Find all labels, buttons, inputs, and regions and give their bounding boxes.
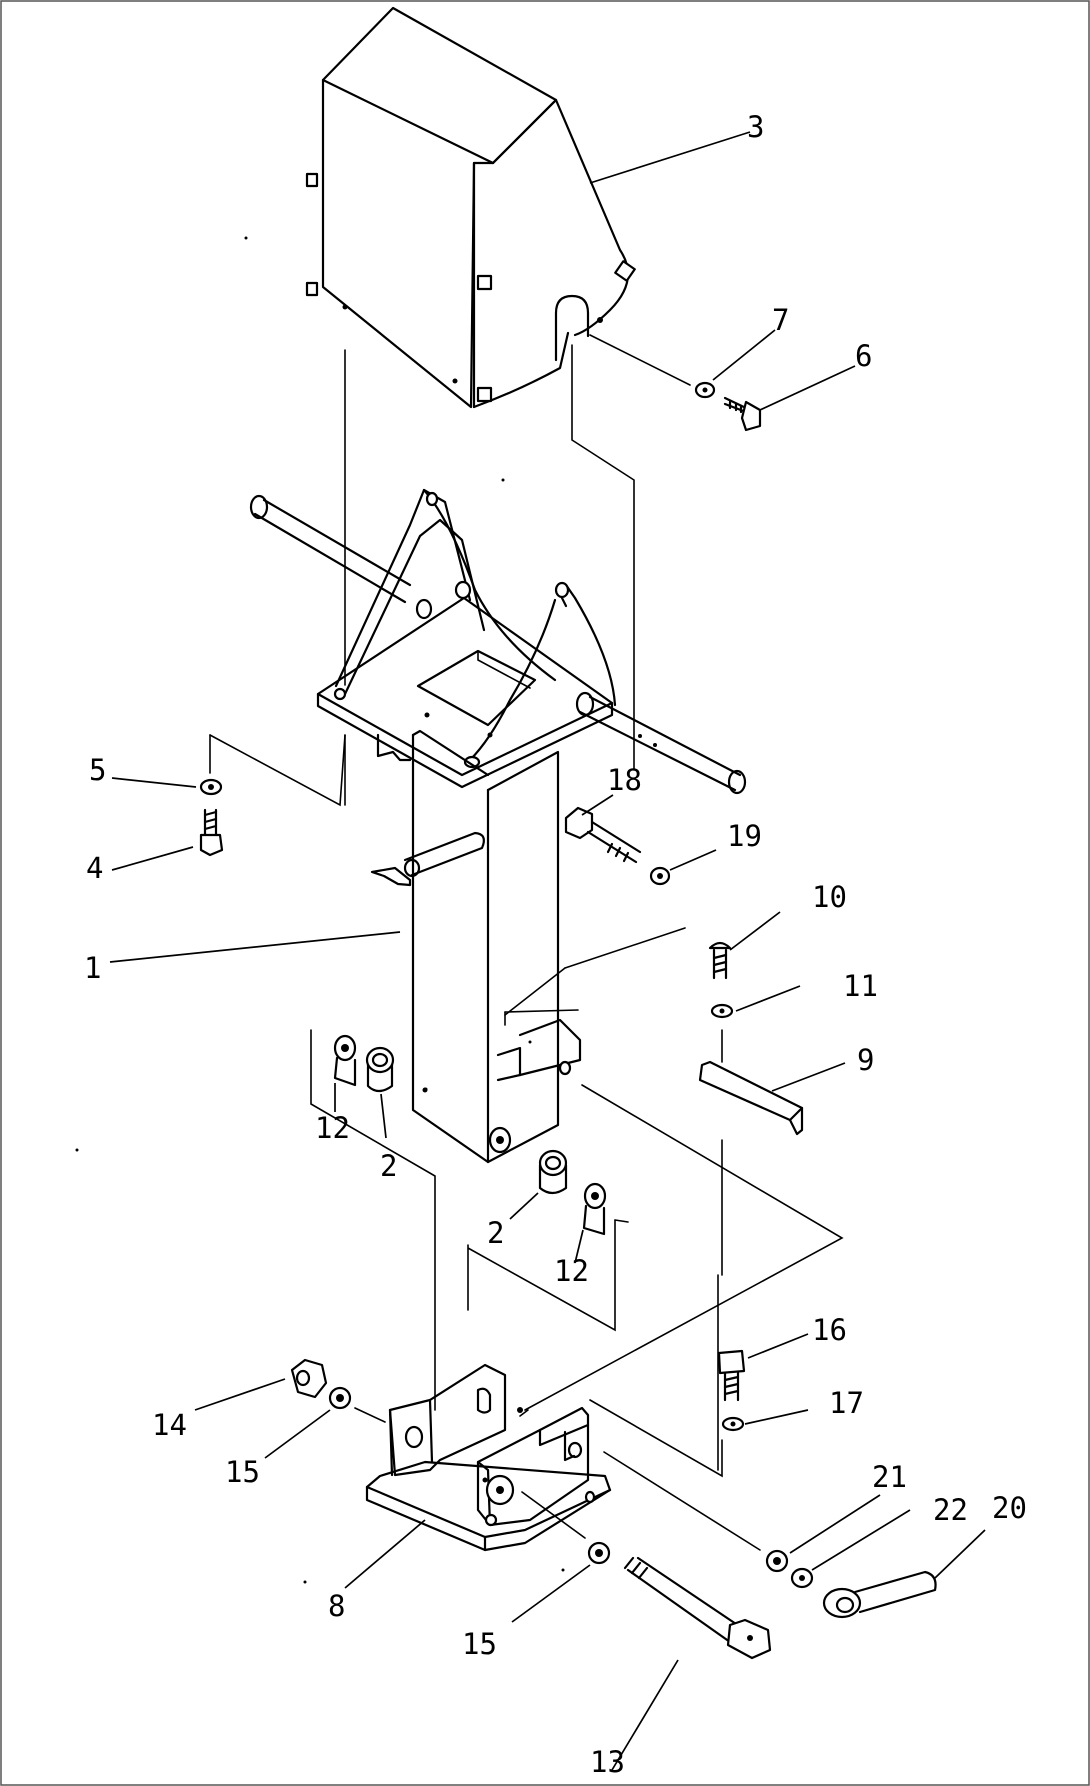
part-14-nut [290, 1358, 328, 1399]
callout-11: 11 [843, 969, 878, 1003]
callout-16: 16 [812, 1313, 847, 1347]
part-2-bushing-left [365, 1046, 395, 1093]
callout-3: 3 [747, 110, 764, 144]
callout-2-right: 2 [487, 1216, 504, 1250]
part-16-bolt [717, 1349, 746, 1402]
callout-15-left: 15 [225, 1455, 260, 1489]
callout-14: 14 [152, 1408, 187, 1442]
callout-1: 1 [84, 951, 101, 985]
scan-specks [75, 236, 565, 1584]
part-1-column-and-frame [249, 488, 747, 1164]
part-3-cover [305, 6, 636, 409]
callout-8: 8 [328, 1589, 345, 1623]
part-7-washer [694, 381, 716, 399]
part-6-bolt [723, 396, 762, 432]
callout-17: 17 [829, 1386, 864, 1420]
callout-9: 9 [857, 1043, 874, 1077]
part-4-bolt [199, 808, 224, 857]
part-8-base [365, 1363, 612, 1552]
callout-10: 10 [812, 880, 847, 914]
callout-6: 6 [855, 339, 872, 373]
part-15-washer-right [587, 1541, 611, 1565]
part-12-collar-right [582, 1182, 607, 1236]
callout-5: 5 [89, 753, 106, 787]
part-18-bolt [564, 806, 642, 864]
part-12-collar-left [333, 1034, 357, 1087]
callout-4: 4 [86, 851, 103, 885]
callout-leaders [109, 131, 986, 1771]
callout-2-left: 2 [380, 1149, 397, 1183]
callout-20: 20 [992, 1491, 1027, 1525]
callout-15-right: 15 [462, 1627, 497, 1661]
part-11-washer [710, 1003, 734, 1019]
callout-22: 22 [933, 1493, 968, 1527]
callout-12-right: 12 [554, 1254, 589, 1288]
part-21-washer [765, 1549, 789, 1573]
callout-18: 18 [607, 763, 642, 797]
part-22-washer [790, 1567, 814, 1589]
callout-19: 19 [727, 819, 762, 853]
assembly-guide-lines [209, 334, 844, 1551]
callout-labels: 3 7 6 5 4 18 19 1 10 11 9 12 2 2 12 16 1… [84, 110, 1027, 1779]
callout-12-left: 12 [315, 1111, 350, 1145]
part-15-washer-left [328, 1386, 352, 1410]
part-19-washer [649, 866, 671, 886]
callout-7: 7 [772, 303, 789, 337]
part-13-pin [623, 1556, 772, 1660]
callout-21: 21 [872, 1460, 907, 1494]
part-20-handle [822, 1570, 937, 1619]
callout-13: 13 [590, 1745, 625, 1779]
part-10-bolt [708, 941, 732, 980]
part-5-washer [199, 778, 223, 796]
part-2-bushing-right [538, 1149, 568, 1195]
part-17-washer [721, 1416, 745, 1432]
part-9-bracket [698, 1060, 804, 1136]
